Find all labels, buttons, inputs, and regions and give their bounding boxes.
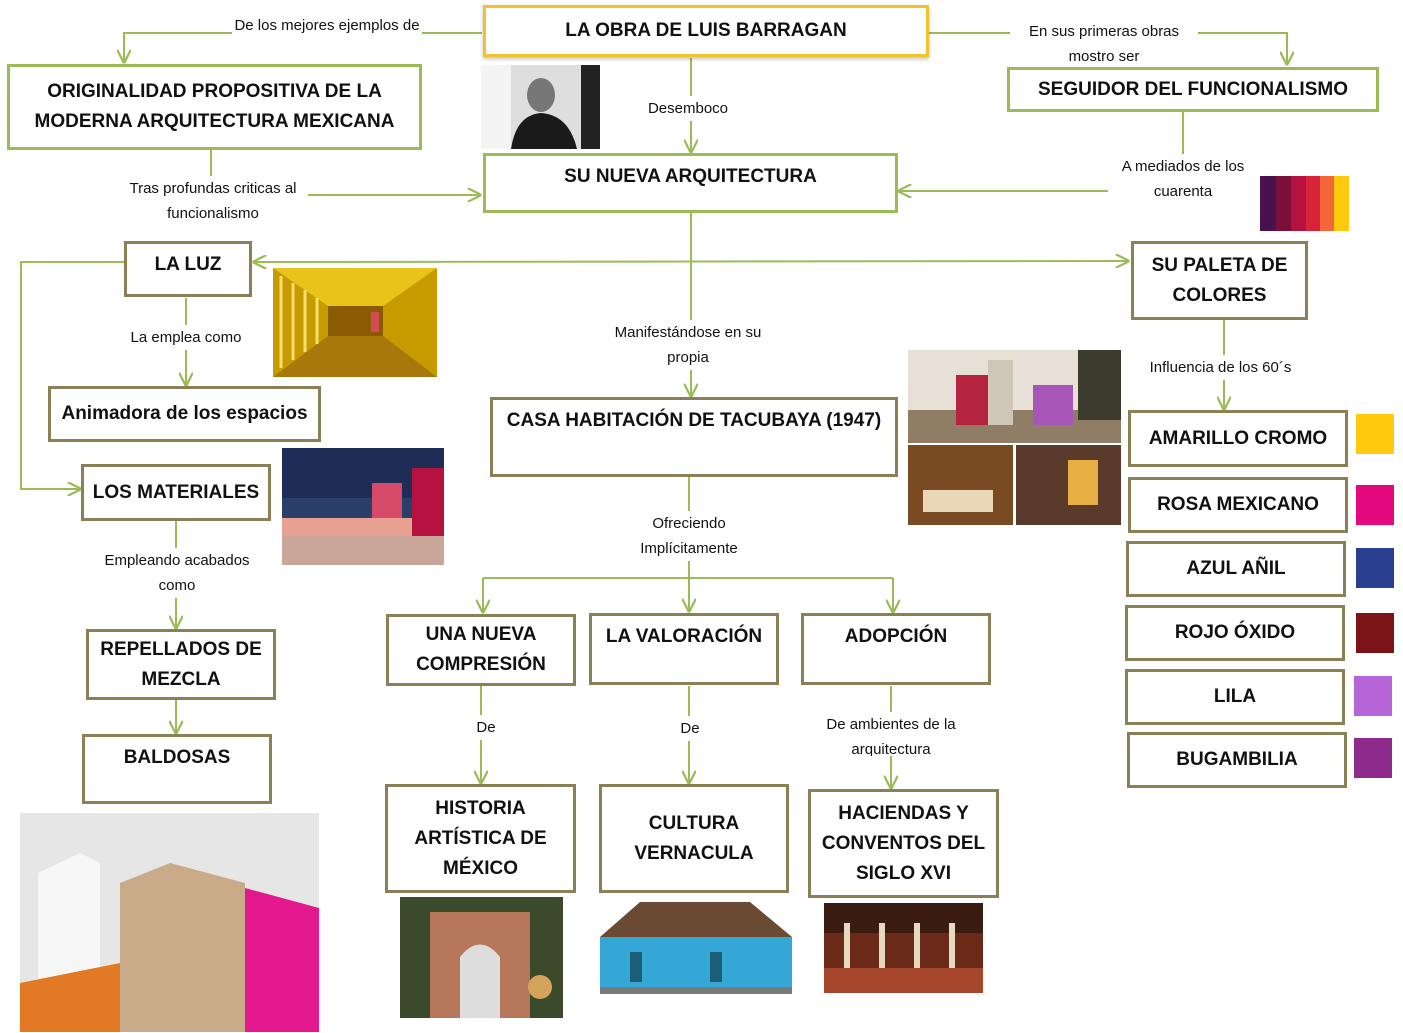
towers-pink-orange-image xyxy=(20,813,319,1032)
cultura-vernacula-image xyxy=(600,897,792,994)
label-de-historia: De xyxy=(468,715,504,740)
label-tras: Tras profundas criticas al funcionalismo xyxy=(118,176,308,226)
historia-image xyxy=(400,897,563,1018)
node-nueva-arquitectura: SU NUEVA ARQUITECTURA xyxy=(483,153,898,213)
label-manifestandose: Manifestándose en su propia xyxy=(600,320,776,370)
node-materiales: LOS MATERIALES xyxy=(81,464,271,521)
yellow-corridor-image xyxy=(273,268,437,377)
node-baldosas: BALDOSAS xyxy=(82,734,272,804)
label-de-cultura: De xyxy=(672,716,708,741)
label-desemboco: Desemboco xyxy=(638,96,738,121)
color-strip-image xyxy=(1260,176,1349,231)
node-cultura: CULTURA VERNACULA xyxy=(599,784,789,893)
swatch-azul xyxy=(1356,548,1394,588)
node-haciendas: HACIENDAS Y CONVENTOS DEL SIGLO XVI xyxy=(808,789,999,898)
color-amarillo-cromo: AMARILLO CROMO xyxy=(1128,410,1348,467)
label-mejores: De los mejores ejemplos de xyxy=(232,13,422,53)
label-ambientes: De ambientes de la arquitectura xyxy=(816,712,966,756)
label-emplea: La emplea como xyxy=(120,325,252,350)
color-bugambilia: BUGAMBILIA xyxy=(1127,732,1347,788)
node-luz: LA LUZ xyxy=(124,241,252,297)
swatch-amarillo xyxy=(1356,414,1394,454)
casa-tacubaya-image xyxy=(908,350,1121,525)
title-node: LA OBRA DE LUIS BARRAGAN xyxy=(483,5,929,57)
node-historia: HISTORIA ARTÍSTICA DE MÉXICO xyxy=(385,784,576,893)
color-rojo-oxido: ROJO ÓXIDO xyxy=(1125,605,1345,661)
barragan-portrait-image xyxy=(481,65,600,149)
swatch-rojo xyxy=(1356,613,1394,653)
hacienda-image xyxy=(824,903,983,993)
node-animadora: Animadora de los espacios xyxy=(48,386,321,442)
swatch-rosa xyxy=(1356,485,1394,525)
color-azul-anil: AZUL AÑIL xyxy=(1126,541,1346,597)
pink-walls-pool-image xyxy=(282,448,444,565)
node-casa: CASA HABITACIÓN DE TACUBAYA (1947) xyxy=(490,397,898,477)
node-originalidad: ORIGINALIDAD PROPOSITIVA DE LA MODERNA A… xyxy=(7,64,422,150)
node-una-nueva: UNA NUEVA COMPRESIÓN xyxy=(386,614,576,686)
swatch-lila xyxy=(1354,676,1392,716)
label-influencia: Influencia de los 60´s xyxy=(1138,355,1303,380)
label-empleando: Empleando acabados como xyxy=(96,548,258,598)
node-paleta: SU PALETA DE COLORES xyxy=(1131,241,1308,320)
node-seguidor: SEGUIDOR DEL FUNCIONALISMO xyxy=(1007,67,1379,112)
swatch-bugambilia xyxy=(1354,738,1392,778)
label-mediados: A mediados de los cuarenta xyxy=(1108,154,1258,204)
label-ofreciendo: Ofreciendo Implícitamente xyxy=(628,511,750,561)
label-primeras: En sus primeras obras mostro ser xyxy=(1010,19,1198,65)
color-lila: LILA xyxy=(1125,669,1345,725)
color-rosa-mexicano: ROSA MEXICANO xyxy=(1128,477,1348,533)
node-valoracion: LA VALORACIÓN xyxy=(589,613,779,685)
node-repellados: REPELLADOS DE MEZCLA xyxy=(86,629,276,700)
node-adopcion: ADOPCIÓN xyxy=(801,613,991,685)
